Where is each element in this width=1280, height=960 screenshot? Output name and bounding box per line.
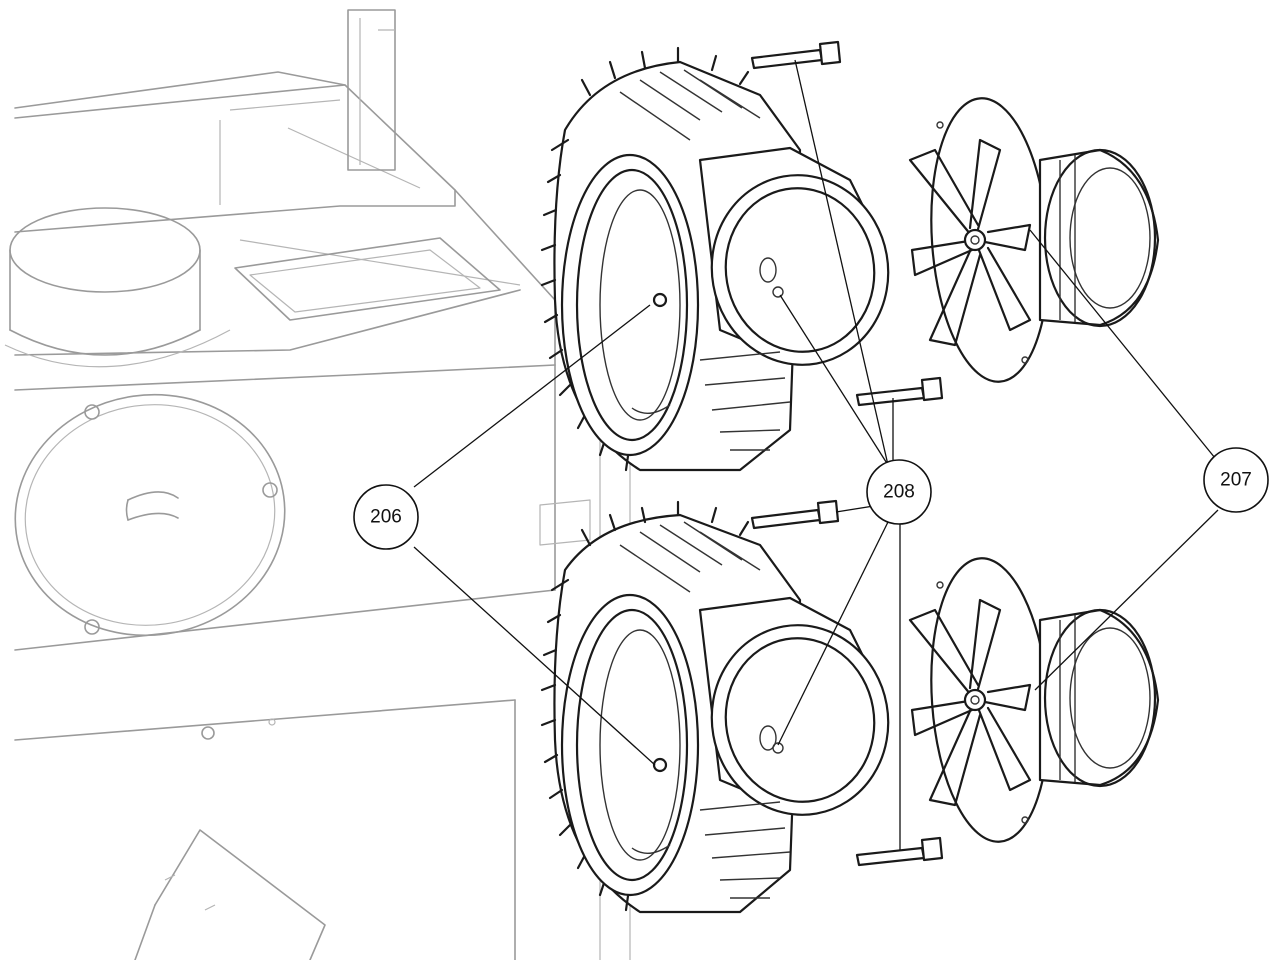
callout-206: 206 <box>353 484 419 550</box>
bolt-1 <box>750 40 842 70</box>
callout-207-label: 207 <box>1220 470 1252 491</box>
bolt-4 <box>855 836 944 867</box>
callout-208-label: 208 <box>883 482 915 503</box>
leader-lines <box>413 59 1219 850</box>
bolt-2 <box>855 376 944 407</box>
bolt-3 <box>750 499 840 530</box>
callout-207: 207 <box>1203 447 1269 513</box>
blower-housing-upper <box>540 46 890 472</box>
motor-impeller-upper <box>908 97 1160 383</box>
unit-housing <box>4 9 631 960</box>
callout-206-label: 206 <box>370 507 402 528</box>
callout-208: 208 <box>866 459 932 525</box>
motor-impeller-lower <box>908 557 1160 843</box>
blower-housing-lower <box>540 500 890 914</box>
